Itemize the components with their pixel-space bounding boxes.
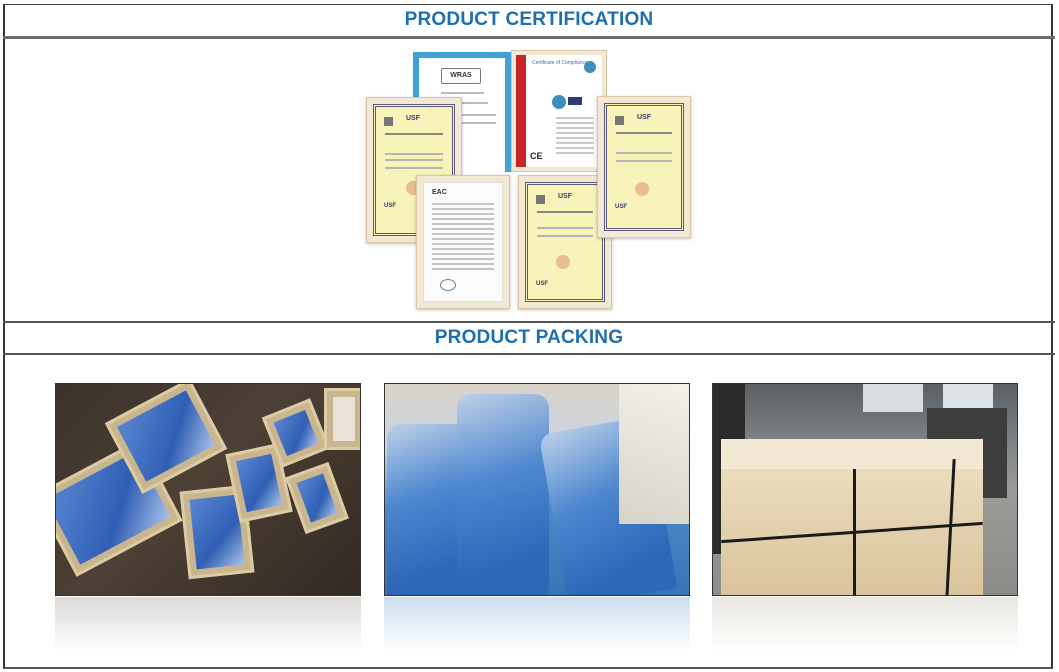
- ce-heading: Certificate of Compliance: [532, 60, 588, 66]
- photo-reflection: [384, 597, 690, 652]
- divider: [3, 321, 1055, 323]
- packing-photo-wrapped: [384, 383, 690, 596]
- packing-title: PRODUCT PACKING: [434, 327, 624, 348]
- usf-logo: USF: [558, 193, 572, 200]
- certificate-usf-center: USF USF: [518, 175, 612, 309]
- divider: [3, 353, 1055, 355]
- photo-reflection: [712, 597, 1018, 652]
- page-frame: [3, 4, 1053, 669]
- packing-photo-crate: [712, 383, 1018, 596]
- red-stripe: [516, 55, 526, 167]
- divider: [3, 36, 1055, 39]
- usf-logo: USF: [637, 114, 651, 121]
- certificate-usf-right: USF USF: [597, 96, 691, 238]
- usf-logo: USF: [406, 115, 420, 122]
- ce-mark-icon: CE: [530, 151, 543, 161]
- wras-logo: WRAS: [441, 68, 481, 84]
- certification-seal-icon: [584, 61, 596, 73]
- photo-reflection: [55, 597, 361, 652]
- certificate-ce: Certificate of Compliance CE: [511, 50, 607, 172]
- wooden-crate: [721, 439, 983, 595]
- packing-photo-crates: [55, 383, 361, 596]
- certificate-eac: EAC: [416, 175, 510, 309]
- eac-logo: EAC: [432, 189, 447, 196]
- certification-title: PRODUCT CERTIFICATION: [404, 9, 654, 30]
